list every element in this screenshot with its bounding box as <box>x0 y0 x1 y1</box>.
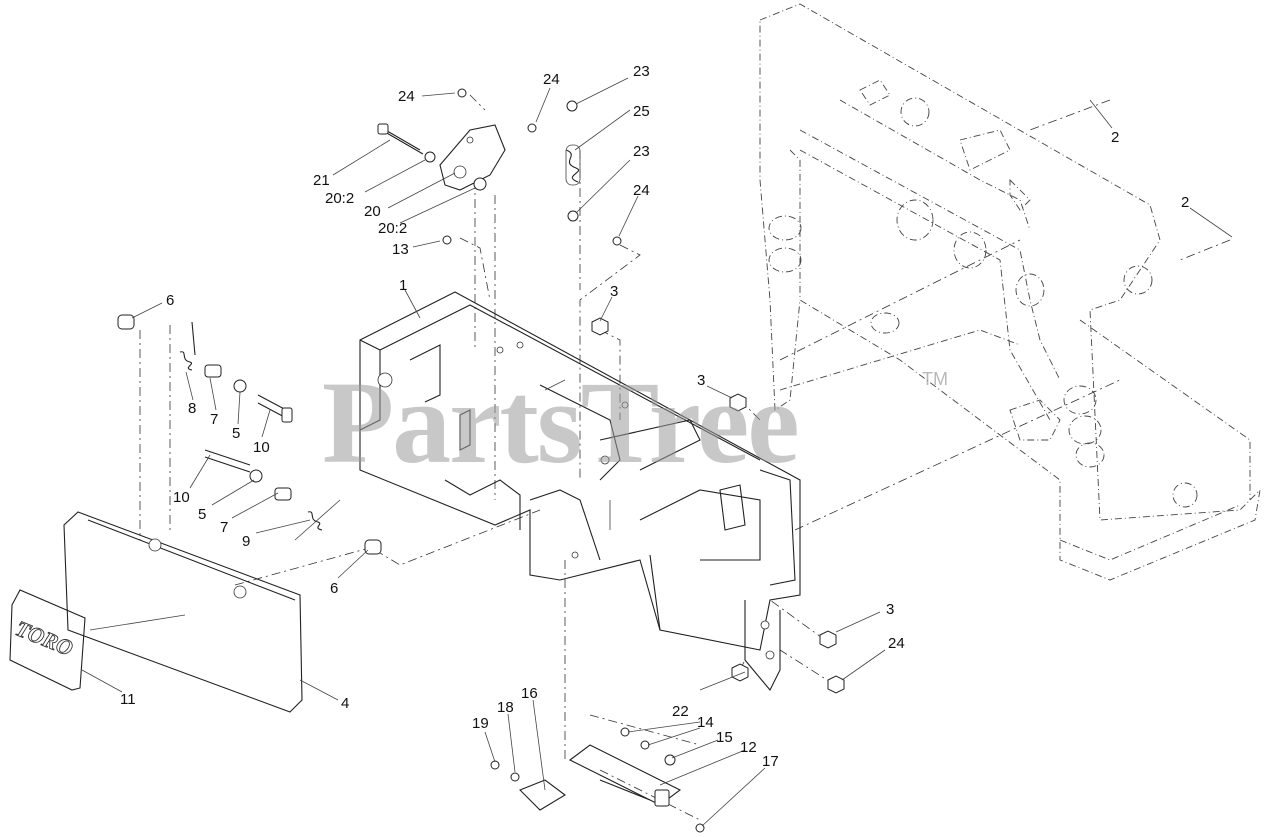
callout-11: 11 <box>120 691 136 708</box>
watermark: PartsTree TM <box>322 357 948 488</box>
callout-24: 24 <box>888 635 905 652</box>
callout-20: 20 <box>364 203 381 220</box>
callout-15: 15 <box>716 729 733 746</box>
callout-10: 10 <box>173 489 190 506</box>
callout-10: 10 <box>253 439 270 456</box>
main-frame <box>759 3 1261 581</box>
callout-20-2: 20:2 <box>378 220 407 237</box>
callout-16: 16 <box>521 685 538 702</box>
lower-hardware <box>490 630 845 833</box>
callout-19: 19 <box>472 715 489 732</box>
callout-6: 6 <box>330 580 338 597</box>
callout-17: 17 <box>762 753 779 770</box>
cover-plate: TORO <box>9 511 303 713</box>
lever-assembly <box>377 88 747 412</box>
callout-24: 24 <box>398 88 415 105</box>
callout-6: 6 <box>166 292 174 309</box>
callout-5: 5 <box>198 506 206 523</box>
callout-14: 14 <box>697 714 714 731</box>
callout-22: 22 <box>672 703 689 720</box>
callout-2: 2 <box>1181 194 1189 211</box>
callout-3: 3 <box>610 283 618 300</box>
callout-12: 12 <box>740 739 757 756</box>
callout-labels: 24 24 23 25 23 24 21 20:2 20 20:2 13 2 2… <box>120 63 1189 770</box>
callout-21: 21 <box>313 172 330 189</box>
callout-3: 3 <box>697 372 705 389</box>
callout-23: 23 <box>633 63 650 80</box>
latch-hardware <box>117 314 382 555</box>
callout-18: 18 <box>497 699 514 716</box>
callout-3: 3 <box>886 601 894 618</box>
toro-decal-logo: TORO <box>12 615 77 661</box>
frame-bracket <box>359 291 801 691</box>
watermark-text: PartsTree <box>322 357 798 488</box>
callout-9: 9 <box>242 533 250 550</box>
callout-20-2: 20:2 <box>325 190 354 207</box>
callout-2: 2 <box>1111 129 1119 146</box>
callout-leaders <box>81 77 1233 827</box>
callout-7: 7 <box>210 411 218 428</box>
assembly-lines <box>139 94 1231 821</box>
callout-7: 7 <box>220 519 228 536</box>
callout-1: 1 <box>399 277 407 294</box>
callout-8: 8 <box>188 400 196 417</box>
callout-5: 5 <box>232 425 240 442</box>
callout-24: 24 <box>633 182 650 199</box>
callout-24: 24 <box>543 71 560 88</box>
watermark-trademark: TM <box>922 369 948 389</box>
callout-4: 4 <box>341 695 349 712</box>
callout-13: 13 <box>392 241 409 258</box>
callout-23: 23 <box>633 143 650 160</box>
callout-25: 25 <box>633 103 650 120</box>
